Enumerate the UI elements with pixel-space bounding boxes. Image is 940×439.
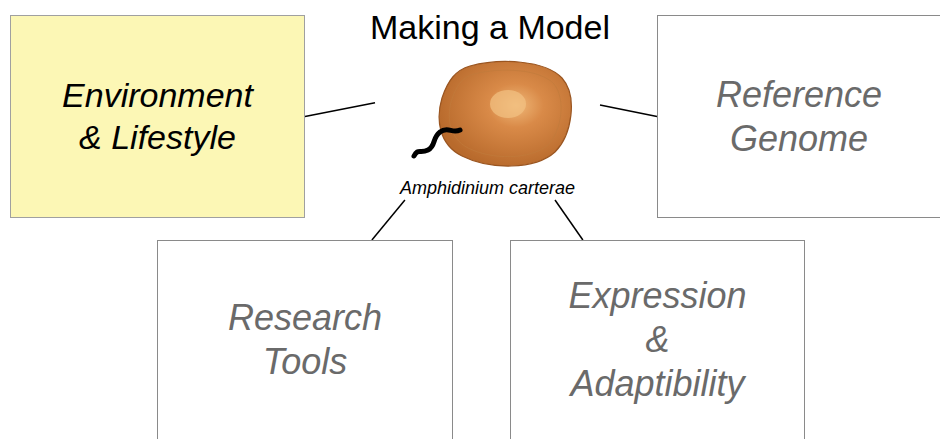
flagellum	[414, 130, 460, 156]
diagram-title: Making a Model	[290, 8, 690, 47]
organism-node: Amphidinium carterae	[375, 55, 600, 200]
nucleus	[490, 90, 526, 118]
connector-line	[305, 103, 375, 117]
cell-membrane	[449, 70, 561, 157]
box-label: Environment & Lifestyle	[62, 75, 253, 158]
topic-box: Research Tools	[157, 240, 453, 439]
box-label: Reference Genome	[716, 73, 882, 161]
cell-body	[439, 62, 571, 167]
connector-line	[372, 200, 405, 240]
species-label: Amphidinium carterae	[400, 178, 575, 200]
connector-line	[600, 105, 657, 116]
topic-box: Expression & Adaptibility	[510, 240, 805, 439]
topic-box: Reference Genome	[657, 15, 940, 218]
box-label: Research Tools	[228, 296, 382, 384]
connector-line	[555, 200, 583, 240]
topic-box: Environment & Lifestyle	[10, 15, 305, 218]
box-label: Expression & Adaptibility	[568, 274, 746, 406]
